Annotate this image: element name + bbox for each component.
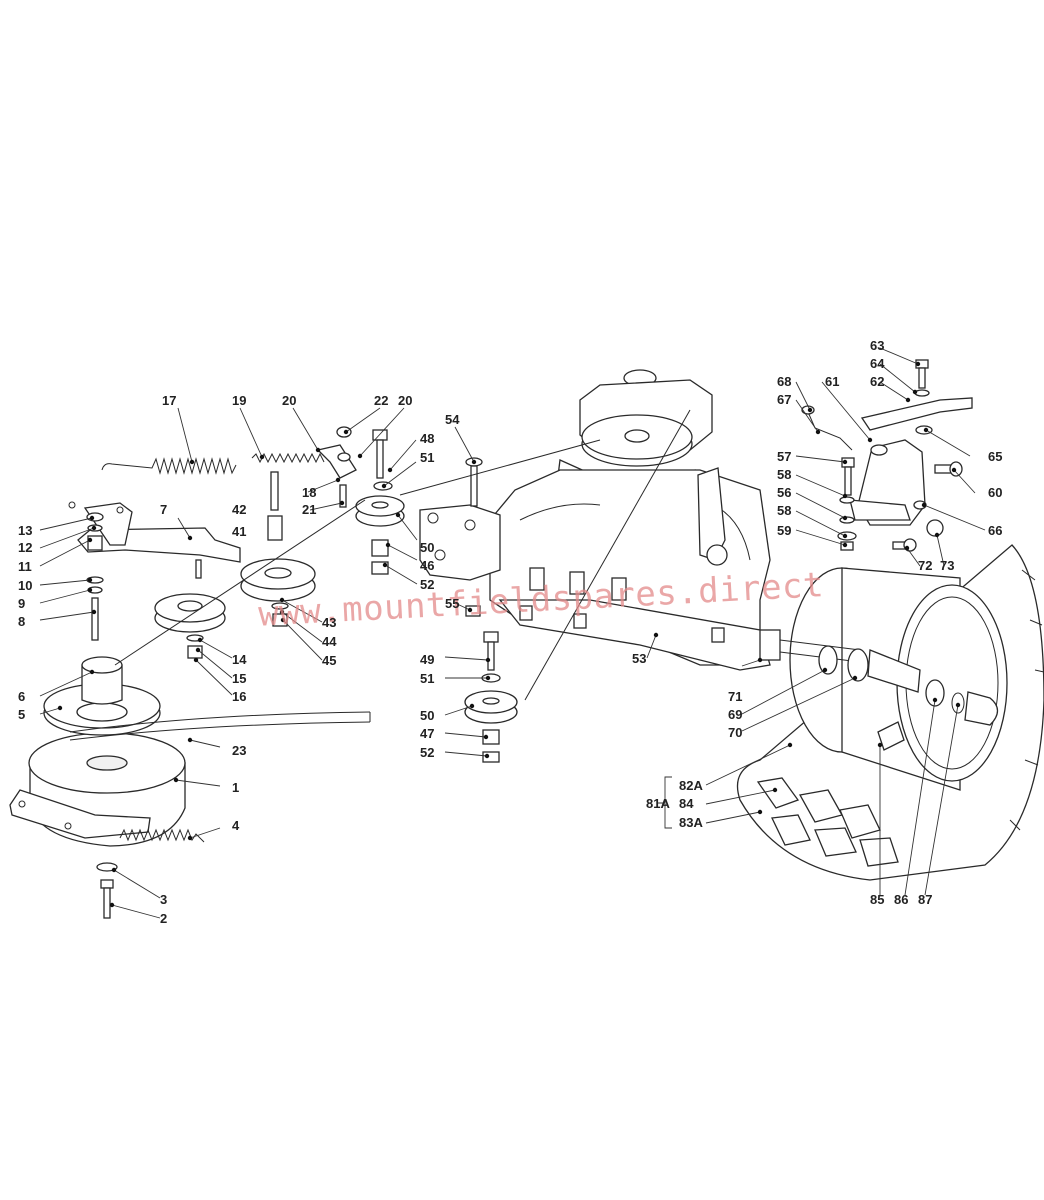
callout-label: 49 xyxy=(420,652,434,667)
callout-label: 2 xyxy=(160,911,167,926)
callout-label: 57 xyxy=(777,449,791,464)
callout-label: 70 xyxy=(728,725,742,740)
callout-label: 56 xyxy=(777,485,791,500)
callout-labels: 1 2 3 4 5 6 7 8 9 10 11 12 13 14 15 16 1… xyxy=(18,338,1002,926)
callout-label: 3 xyxy=(160,892,167,907)
callout-label: 58 xyxy=(777,503,791,518)
callout-label: 59 xyxy=(777,523,791,538)
callout-label: 51 xyxy=(420,450,434,465)
callout-label: 7 xyxy=(160,502,167,517)
callout-label: 72 xyxy=(918,558,932,573)
callout-label: 19 xyxy=(232,393,246,408)
transaxle-gearbox xyxy=(399,369,771,763)
callout-label: 44 xyxy=(322,634,337,649)
callout-label: 11 xyxy=(18,559,32,574)
callout-label: 71 xyxy=(728,689,742,704)
callout-label: 61 xyxy=(825,374,839,389)
callout-label: 46 xyxy=(420,558,434,573)
callout-label: 45 xyxy=(322,653,336,668)
callout-label: 81A xyxy=(646,796,670,811)
callout-label: 21 xyxy=(302,502,316,517)
callout-label: 8 xyxy=(18,614,25,629)
callout-label: 47 xyxy=(420,726,434,741)
callout-label: 42 xyxy=(232,502,246,517)
callout-label: 69 xyxy=(728,707,742,722)
callout-label: 48 xyxy=(420,431,434,446)
callout-label: 58 xyxy=(777,467,791,482)
callout-label: 67 xyxy=(777,392,791,407)
electric-clutch-assembly xyxy=(9,656,371,919)
callout-label: 86 xyxy=(894,892,908,907)
callout-label: 18 xyxy=(302,485,316,500)
callout-label: 5 xyxy=(18,707,25,722)
callout-label: 10 xyxy=(18,578,32,593)
callout-label: 17 xyxy=(162,393,176,408)
callout-label: 13 xyxy=(18,523,32,538)
callout-label: 84 xyxy=(679,796,694,811)
callout-label: 87 xyxy=(918,892,932,907)
callout-label: 15 xyxy=(232,671,246,686)
callout-label: 50 xyxy=(420,708,434,723)
callout-label: 53 xyxy=(632,651,646,666)
callout-label: 41 xyxy=(232,524,246,539)
callout-label: 82A xyxy=(679,778,703,793)
idler-arm-assembly xyxy=(68,426,405,666)
callout-label: 85 xyxy=(870,892,884,907)
callout-label: 20 xyxy=(398,393,412,408)
callout-label: 9 xyxy=(18,596,25,611)
callout-label: 83A xyxy=(679,815,703,830)
control-bracket-assembly xyxy=(801,359,973,552)
callout-label: 60 xyxy=(988,485,1002,500)
callout-label: 16 xyxy=(232,689,246,704)
callout-label: 23 xyxy=(232,743,246,758)
callout-label: 52 xyxy=(420,745,434,760)
callout-label: 14 xyxy=(232,652,247,667)
callout-label: 12 xyxy=(18,540,32,555)
leader-lines xyxy=(39,347,986,919)
callout-label: 66 xyxy=(988,523,1002,538)
callout-label: 20 xyxy=(282,393,296,408)
callout-label: 65 xyxy=(988,449,1002,464)
callout-label: 63 xyxy=(870,338,884,353)
callout-label: 4 xyxy=(232,818,240,833)
callout-label: 52 xyxy=(420,577,434,592)
callout-label: 64 xyxy=(870,356,885,371)
callout-label: 55 xyxy=(445,596,459,611)
callout-label: 1 xyxy=(232,780,239,795)
callout-label: 43 xyxy=(322,615,336,630)
callout-label: 62 xyxy=(870,374,884,389)
callout-label: 50 xyxy=(420,540,434,555)
callout-label: 54 xyxy=(445,412,460,427)
callout-label: 51 xyxy=(420,671,434,686)
callout-label: 22 xyxy=(374,393,388,408)
callout-label: 68 xyxy=(777,374,791,389)
leader-dots xyxy=(57,361,961,908)
group-brace xyxy=(658,776,672,829)
callout-label: 6 xyxy=(18,689,25,704)
callout-label: 73 xyxy=(940,558,954,573)
